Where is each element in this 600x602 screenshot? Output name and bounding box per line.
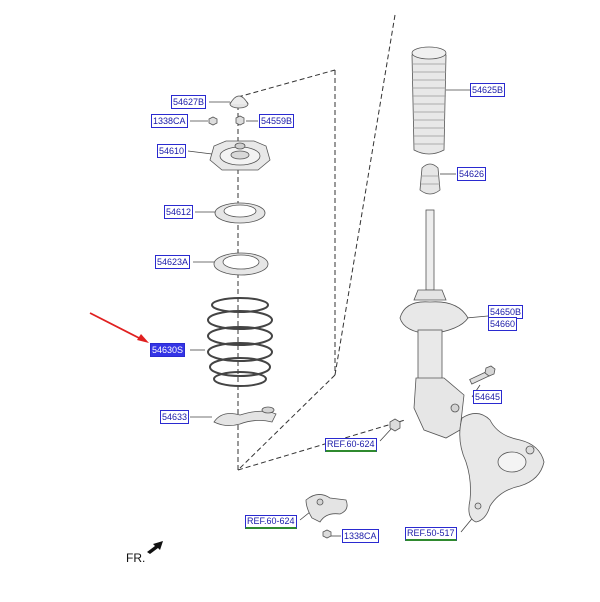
front-direction-icon [147, 541, 163, 554]
callout-54626[interactable]: 54626 [457, 167, 487, 181]
ref-nut-part [389, 418, 401, 432]
bearing-part [214, 202, 266, 224]
strut-mount-part [209, 140, 271, 171]
dust-boot-part [411, 46, 447, 155]
callout-54625B[interactable]: 54625B [470, 83, 506, 97]
front-orientation-label: FR. [126, 551, 146, 565]
bump-stopper-part [419, 163, 441, 195]
nut-1338CA-part [208, 116, 218, 126]
strut-assembly-part [399, 209, 469, 439]
lower-bracket-part [305, 494, 348, 539]
dust-cap-part [229, 95, 249, 109]
bolt-54645-part [469, 365, 496, 385]
callout-1338CA-bottom[interactable]: 1338CA [342, 529, 379, 543]
callout-54630S[interactable]: 54630S [150, 343, 186, 357]
reference-60-624-middle[interactable]: REF.60-624 [325, 438, 377, 452]
nut-54559B-part [235, 115, 245, 126]
callout-54610[interactable]: 54610 [157, 144, 187, 158]
callout-54623A[interactable]: 54623A [155, 255, 191, 269]
callout-54645[interactable]: 54645 [473, 390, 503, 404]
steering-knuckle-part [459, 413, 545, 523]
pointer-arrow [89, 312, 149, 343]
reference-60-624-lower[interactable]: REF.60-624 [245, 515, 297, 529]
callout-54627B[interactable]: 54627B [171, 95, 207, 109]
reference-50-517[interactable]: REF.50-517 [405, 527, 457, 541]
coil-spring-part [207, 297, 273, 387]
lower-spring-seat-part [213, 406, 277, 426]
spring-pad-part [213, 252, 269, 276]
callout-54633[interactable]: 54633 [160, 410, 190, 424]
callout-54559B[interactable]: 54559B [259, 114, 295, 128]
callout-54660[interactable]: 54660 [488, 317, 518, 331]
callout-54612[interactable]: 54612 [164, 205, 194, 219]
callout-1338CA-top[interactable]: 1338CA [151, 114, 188, 128]
assembly-outline [237, 14, 406, 471]
